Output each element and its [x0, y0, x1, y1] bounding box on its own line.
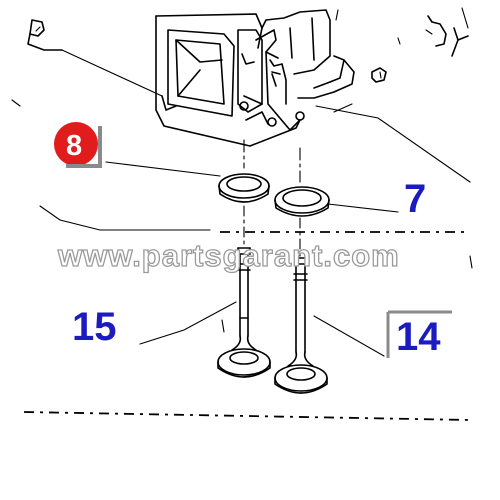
cylinder-head-housing	[27, 7, 471, 183]
watermark-text: www.partsgarant.com	[57, 238, 400, 273]
callout-8-label: 8	[66, 130, 82, 162]
callout-7-label[interactable]: 7	[404, 177, 426, 221]
valve-axis-lines	[243, 139, 301, 259]
callout-14-bracket	[386, 310, 452, 358]
callout-badge-bracket	[66, 126, 102, 168]
callout-badge-circle	[54, 122, 98, 166]
callout-15-label[interactable]: 15	[72, 305, 117, 349]
leader-lines	[105, 161, 399, 357]
callout-8-badge[interactable]: 8	[54, 122, 102, 168]
callout-14-label: 14	[396, 315, 441, 359]
callout-14-group[interactable]: 14	[386, 310, 452, 359]
reference-lines	[11, 99, 473, 421]
valve-seal-right	[274, 186, 330, 217]
valve-right	[274, 257, 328, 394]
valve-left	[217, 247, 271, 378]
valve-seal-left	[218, 173, 270, 203]
